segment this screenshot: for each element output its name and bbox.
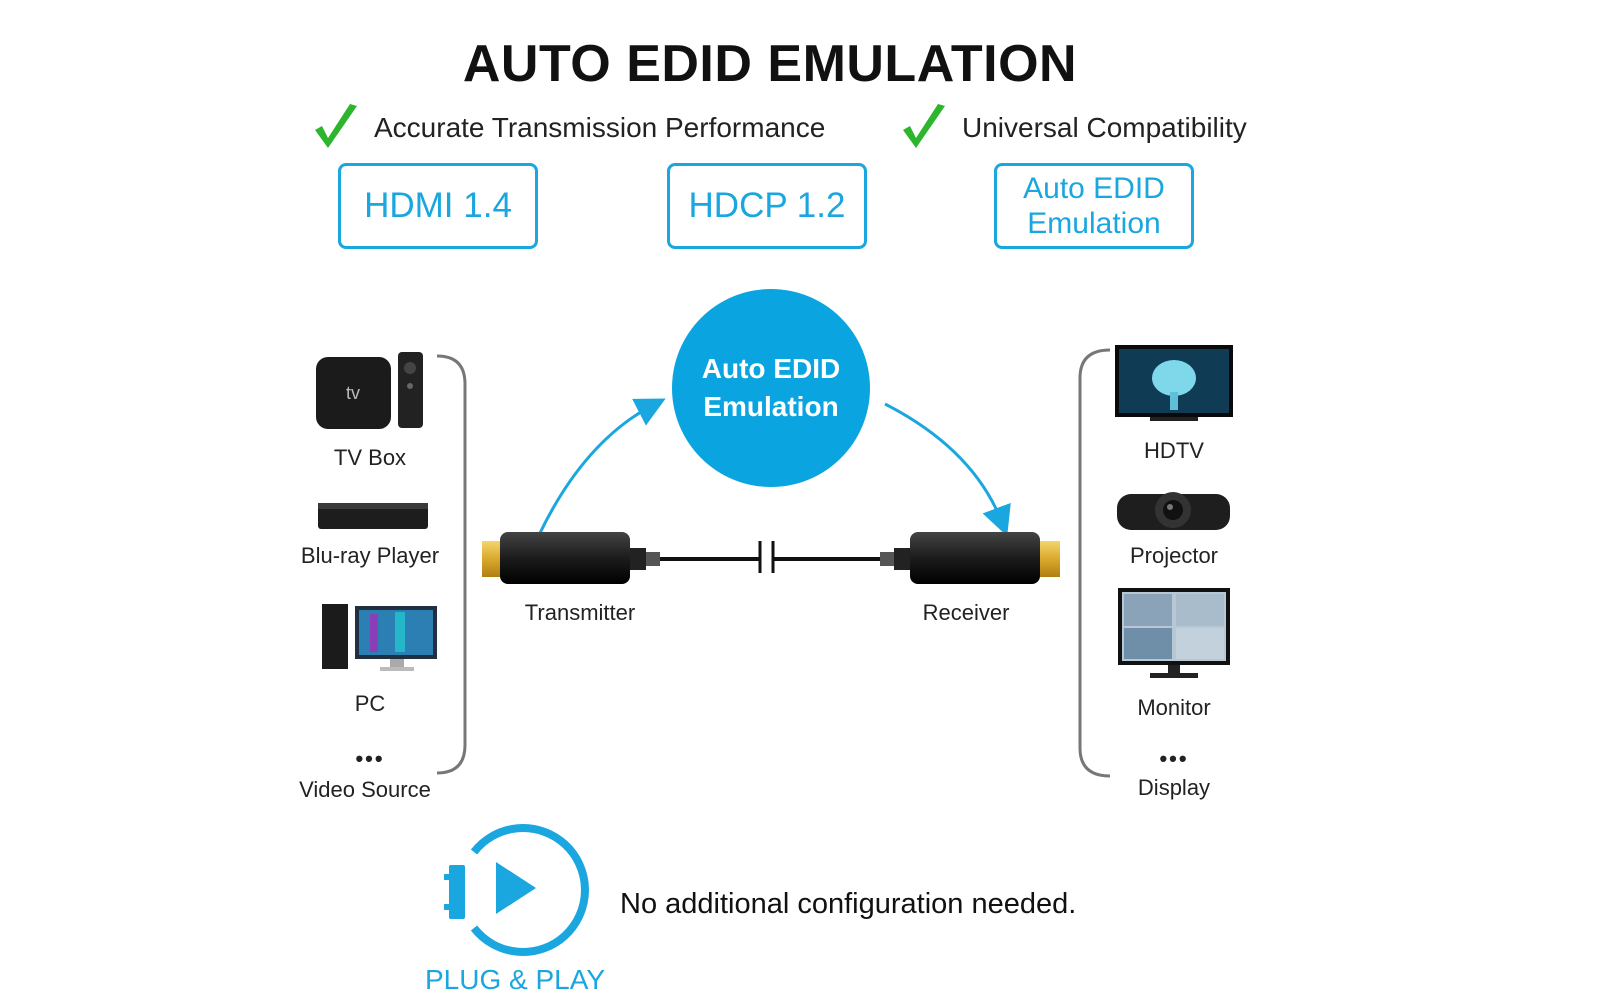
projector-label: Projector: [1129, 543, 1219, 568]
tv-box-label: TV Box: [333, 445, 407, 470]
circle-label-line1: Auto EDID: [701, 353, 841, 384]
auto-edid-circle: Auto EDID Emulation: [672, 289, 870, 487]
monitor-icon: [1118, 588, 1230, 678]
arrow-to-receiver: [884, 402, 1011, 537]
arrow-to-circle: [538, 398, 666, 534]
pc-icon: [322, 604, 437, 671]
feature-text: Universal Compatibility: [962, 112, 1247, 143]
feature-accurate-transmission: Accurate Transmission Performance: [312, 100, 825, 156]
spec-label: HDMI 1.4: [364, 186, 512, 225]
spec-label: HDCP 1.2: [688, 186, 846, 225]
no-configuration-text: No additional configuration needed.: [620, 888, 1077, 920]
display-label: Display: [1137, 775, 1211, 800]
spec-box-auto-edid: Auto EDID Emulation: [994, 163, 1194, 249]
video-source-label: Video Source: [299, 777, 431, 802]
circle-label-line2: Emulation: [703, 391, 839, 422]
display-bracket: [1078, 348, 1111, 778]
feature-universal-compatibility: Universal Compatibility: [900, 100, 1247, 156]
projector-icon: [1117, 492, 1230, 530]
plug-and-play-icon: [444, 824, 589, 956]
video-source-bracket: [436, 354, 467, 775]
more-sources-dots: •••: [355, 746, 385, 771]
pc-label: PC: [354, 691, 386, 716]
receiver-device: [880, 532, 1060, 584]
transmitter-label: Transmitter: [524, 600, 636, 625]
more-displays-dots: •••: [1159, 746, 1189, 771]
feature-text: Accurate Transmission Performance: [374, 112, 826, 143]
check-icon: [903, 104, 945, 148]
receiver-label: Receiver: [922, 600, 1010, 625]
transmitter-device: [482, 532, 660, 584]
page-title: AUTO EDID EMULATION: [462, 35, 1078, 93]
spec-label-line2: Emulation: [1027, 207, 1161, 240]
tv-box-icon: tv: [316, 352, 423, 429]
blu-ray-player-label: Blu-ray Player: [300, 543, 440, 568]
check-icon: [315, 104, 357, 148]
spec-box-hdcp: HDCP 1.2: [667, 163, 867, 249]
hdtv-icon: [1115, 345, 1233, 421]
svg-text:tv: tv: [346, 383, 360, 403]
hdtv-label: HDTV: [1144, 438, 1204, 463]
spec-box-hdmi: HDMI 1.4: [338, 163, 538, 249]
blu-ray-player-icon: [318, 503, 428, 529]
spec-label-line1: Auto EDID: [1023, 172, 1165, 205]
monitor-label: Monitor: [1137, 695, 1211, 720]
plug-and-play-label: PLUG & PLAY: [424, 964, 605, 995]
